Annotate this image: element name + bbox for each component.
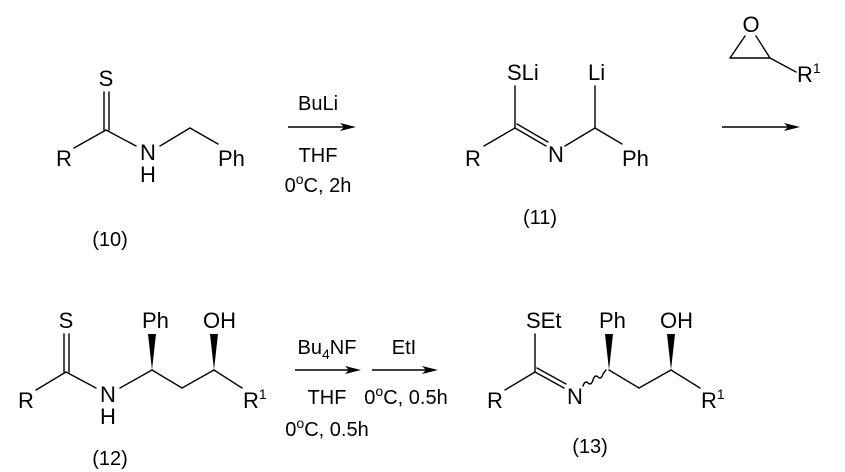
c11-atom-n: N	[548, 142, 564, 167]
c10-atom-s: S	[99, 66, 114, 91]
step3-reagent-rest: NF	[330, 337, 357, 359]
c10-atom-n: N	[140, 140, 156, 165]
c12-wedge-c3-ph	[148, 334, 156, 370]
step1-solvent: THF	[299, 145, 338, 167]
step1-temp-value: 0	[285, 175, 296, 197]
c11-atom-li: Li	[588, 60, 605, 85]
c11-bond-c-n-1	[514, 127, 547, 147]
c13-wedge-c3-ph	[605, 334, 613, 370]
step1-temp-rest: C, 2h	[304, 175, 352, 197]
c13-bond-c-n-1	[534, 371, 565, 389]
step3-temperature: 0oC, 0.5h	[285, 415, 368, 441]
c13-wedge-c5-oh	[667, 334, 675, 370]
step4-temperature: 0oC, 0.5h	[364, 383, 447, 409]
c10-atom-r: R	[56, 146, 72, 171]
c13-atom-n: N	[567, 384, 583, 409]
epoxide-atom-r1: R1	[797, 60, 821, 87]
compound-13-label: (13)	[572, 436, 608, 458]
epoxide-atom-o: O	[742, 12, 759, 37]
c11-atom-ph: Ph	[622, 146, 649, 171]
c12-atom-ph: Ph	[142, 308, 169, 333]
c11-bond-n-ch	[564, 127, 596, 147]
c10-atom-ph: Ph	[218, 146, 245, 171]
c12-bond-c3-c4	[151, 369, 183, 389]
c12-r1-base: R	[243, 388, 259, 413]
c10-bond-n-ch2	[159, 127, 191, 147]
c13-r1-base: R	[701, 388, 717, 413]
epoxide-bond-c2-o	[755, 35, 771, 59]
step1-temperature: 0oC, 2h	[285, 171, 352, 197]
step3-reagent: Bu4NF	[298, 337, 357, 362]
c12-bond-c5-r1	[213, 369, 243, 389]
c12-wedge-c5-oh	[210, 334, 218, 370]
epoxide-bond-c1-o	[729, 35, 746, 59]
c13-atom-ph: Ph	[599, 308, 626, 333]
epoxide-bond-c2-r1	[769, 57, 797, 73]
compound-11: SLi Li R N Ph (11)	[465, 60, 649, 229]
c12-bond-c-r	[35, 371, 67, 391]
step3-arrow-head	[345, 366, 361, 374]
c13-wavy-bond-n-c3	[582, 369, 607, 387]
compound-11-label: (11)	[523, 207, 557, 229]
step4-temp-value: 0	[364, 387, 375, 409]
step3-temp-rest: C, 0.5h	[304, 419, 368, 441]
c10-atom-h: H	[140, 162, 156, 187]
c12-atom-oh: OH	[203, 308, 236, 333]
c11-bond-c-n-2	[516, 123, 549, 143]
step3-temp-degree: o	[296, 415, 304, 431]
c11-bond-ch-ph	[594, 127, 623, 145]
reaction-step-2: O R1	[722, 12, 821, 131]
compound-12: S R N H Ph OH R1 (12)	[18, 308, 267, 470]
c13-atom-set: SEt	[526, 308, 561, 333]
step3-solvent: THF	[308, 387, 347, 409]
c13-r1-sup: 1	[717, 386, 725, 402]
step4-temp-degree: o	[375, 383, 383, 399]
c13-bond-c5-r1	[670, 369, 701, 389]
compound-13: SEt R N Ph OH R1 (13)	[487, 308, 725, 458]
step3-reagent-base: Bu	[298, 337, 322, 359]
c10-bond-c-n	[105, 129, 137, 147]
step3-temp-value: 0	[285, 419, 296, 441]
c12-atom-n: N	[100, 382, 116, 407]
step2-arrow-head	[784, 123, 800, 131]
c13-bond-c4-c5	[638, 369, 672, 389]
reaction-step-4: EtI 0oC, 0.5h	[364, 337, 447, 409]
epoxide-r1-base: R	[797, 62, 813, 87]
c13-bond-c3-c4	[608, 369, 640, 389]
c11-atom-sli: SLi	[507, 60, 539, 85]
compound-10-label: (10)	[92, 229, 128, 251]
compound-10: S R N H Ph (10)	[56, 66, 245, 251]
c13-atom-r: R	[487, 388, 503, 413]
step1-temp-degree: o	[296, 171, 304, 187]
compound-12-label: (12)	[92, 448, 128, 470]
step4-temp-rest: C, 0.5h	[383, 387, 447, 409]
step4-arrow-head	[422, 366, 438, 374]
c13-bond-c-r	[504, 371, 536, 391]
c13-bond-c-n-2	[536, 367, 567, 385]
step1-arrow-head	[340, 123, 356, 131]
reaction-step-3: Bu4NF THF 0oC, 0.5h	[285, 337, 368, 441]
c12-atom-r1: R1	[243, 386, 267, 413]
c10-bond-ch2-ph	[189, 127, 219, 145]
c13-atom-r1: R1	[701, 386, 725, 413]
c12-bond-c4-c5	[181, 369, 215, 389]
c12-atom-s: S	[59, 308, 74, 333]
reaction-step-1: BuLi THF 0oC, 2h	[285, 93, 356, 197]
c12-atom-r: R	[18, 388, 34, 413]
c12-bond-c-n	[65, 371, 97, 389]
c12-bond-n-c3	[119, 369, 153, 389]
c13-atom-oh: OH	[660, 308, 693, 333]
step3-reagent-sub: 4	[322, 346, 330, 362]
c12-r1-sup: 1	[259, 386, 267, 402]
c10-bond-c-r	[73, 129, 107, 149]
epoxide-r1-sup: 1	[813, 60, 821, 76]
step1-reagent: BuLi	[298, 93, 338, 115]
c12-atom-h: H	[100, 404, 116, 429]
c11-atom-r: R	[465, 146, 481, 171]
step4-reagent: EtI	[392, 337, 416, 359]
c11-bond-c-r	[483, 127, 516, 147]
